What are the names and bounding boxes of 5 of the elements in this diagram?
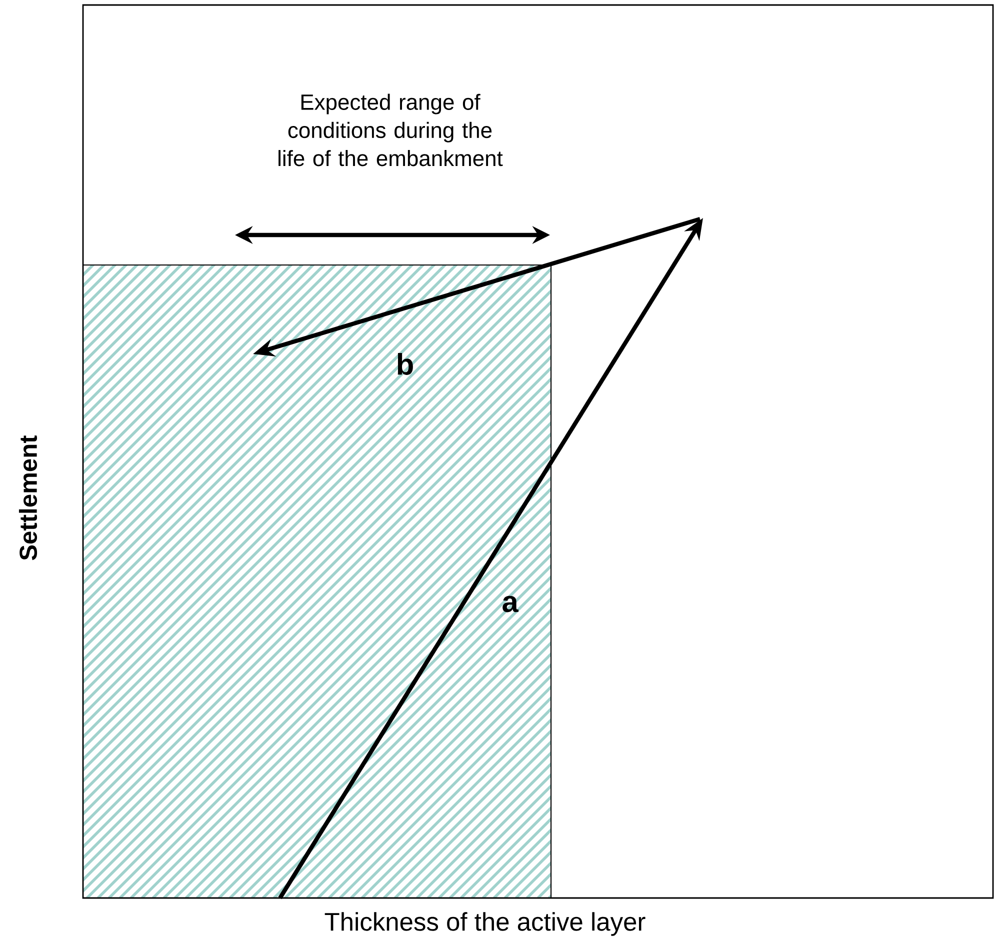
arrow-label: a (502, 596, 519, 612)
annotation-text: Expected range of conditions during the life of the embankment (278, 94, 503, 166)
axis-label: Settlement (18, 435, 38, 560)
arrow-label: b (398, 353, 413, 375)
axis-label: Thickness of the active layer (324, 912, 646, 936)
